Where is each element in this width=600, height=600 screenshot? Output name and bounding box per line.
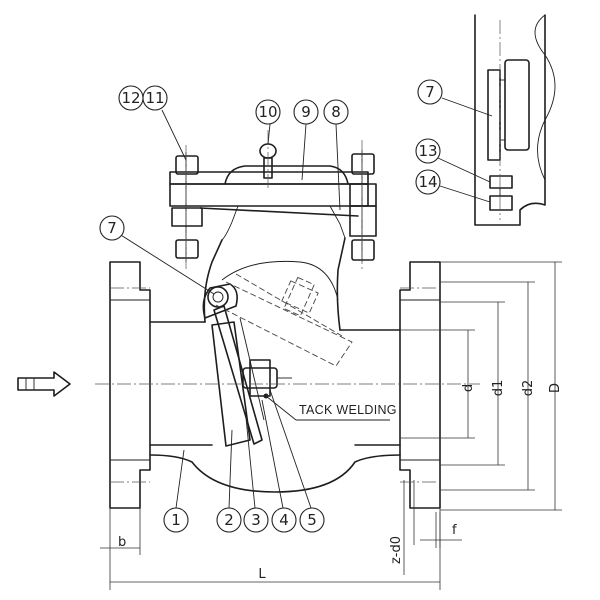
part-balloons: 12 11 10 9 8 7 7 13 [99, 79, 443, 533]
balloon-8: 8 [323, 99, 349, 125]
balloon-9: 9 [293, 99, 319, 125]
balloon-13: 13 [415, 138, 441, 164]
disc-assembly [202, 283, 292, 447]
flow-direction-arrow-icon [17, 371, 71, 397]
bonnet [169, 165, 369, 241]
svg-text:7: 7 [107, 219, 117, 237]
tack-welding-callout: TACK WELDING [265, 395, 397, 421]
svg-text:7: 7 [425, 83, 435, 101]
dimension-labels: d d1 d2 D L b f z-d0 [118, 380, 563, 582]
detail-view [474, 14, 556, 226]
balloon-14: 14 [415, 169, 441, 195]
svg-text:4: 4 [279, 511, 289, 529]
leader-lines [115, 97, 493, 509]
tack-welding-label: TACK WELDING [299, 403, 397, 417]
dim-D-label: D [548, 383, 563, 393]
svg-text:14: 14 [418, 173, 437, 191]
svg-text:1: 1 [171, 511, 181, 529]
svg-text:12: 12 [121, 89, 140, 107]
svg-text:5: 5 [307, 511, 317, 529]
balloon-7-main: 7 [99, 215, 125, 241]
balloon-7-detail: 7 [417, 79, 443, 105]
svg-text:13: 13 [418, 142, 437, 160]
balloon-11: 11 [142, 85, 168, 111]
svg-text:9: 9 [301, 103, 311, 121]
centerlines [95, 130, 480, 483]
svg-text:8: 8 [331, 103, 341, 121]
dimension-lines [100, 261, 562, 590]
dim-z-d0-label: z-d0 [389, 536, 404, 564]
dim-d-label: d [461, 384, 476, 392]
svg-text:3: 3 [251, 511, 261, 529]
dim-b-label: b [118, 535, 126, 550]
dim-L-label: L [258, 567, 266, 582]
svg-text:2: 2 [224, 511, 234, 529]
balloon-4: 4 [271, 507, 297, 533]
disc-open-position [213, 273, 353, 367]
balloon-2: 2 [216, 507, 242, 533]
balloon-3: 3 [243, 507, 269, 533]
dim-d1-label: d1 [491, 380, 506, 397]
balloon-10: 10 [255, 99, 281, 125]
svg-text:11: 11 [145, 89, 164, 107]
balloon-12: 12 [118, 85, 144, 111]
balloon-1: 1 [163, 507, 189, 533]
balloon-5: 5 [299, 507, 325, 533]
dim-d2-label: d2 [521, 380, 536, 397]
svg-text:10: 10 [258, 103, 277, 121]
dim-f-label: f [452, 523, 457, 538]
